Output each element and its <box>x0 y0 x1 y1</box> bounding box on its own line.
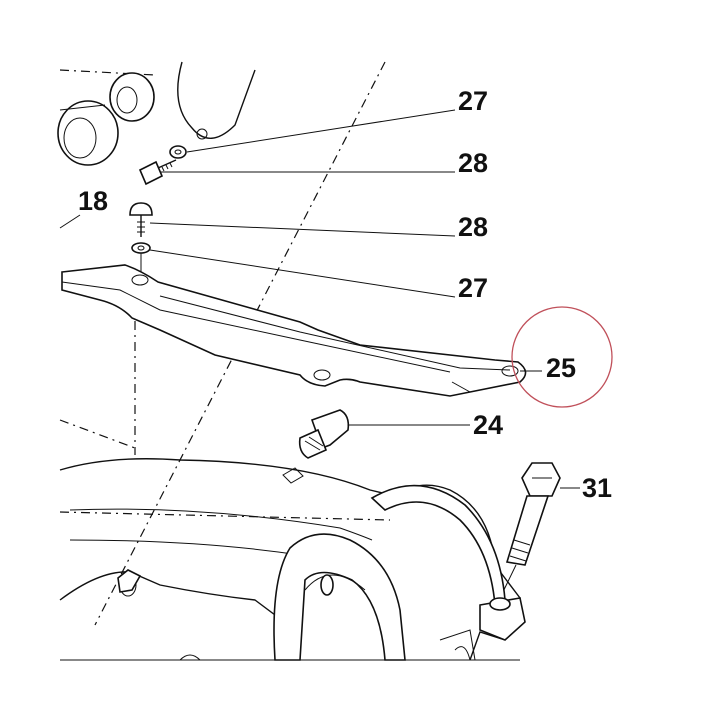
leader-27-upper <box>186 109 456 153</box>
bearing-ring-small <box>109 72 155 122</box>
callout-28-upper: 28 <box>458 148 488 178</box>
leader-28-lower <box>149 222 456 237</box>
top-bracket-hole <box>196 128 208 140</box>
washer-upper <box>169 145 187 159</box>
housing-tab <box>282 467 304 484</box>
bracket-strip-25 <box>61 264 527 397</box>
top-bracket <box>177 61 256 139</box>
screw-upper <box>138 159 177 186</box>
bearing-ring-large <box>57 100 119 166</box>
centre-line-housing <box>59 511 391 521</box>
leader-27-lower <box>149 249 456 298</box>
washer-lower <box>131 242 151 272</box>
centre-line-top <box>59 69 156 76</box>
bolt-31 <box>499 462 561 599</box>
screw-lower <box>129 202 153 237</box>
stud-24 <box>298 409 350 459</box>
callout-28-lower: 28 <box>458 212 488 242</box>
callout-18: 18 <box>78 186 108 216</box>
centre-line-left <box>59 419 136 449</box>
callout-25: 25 <box>546 353 576 383</box>
housing <box>59 458 526 661</box>
callout-24: 24 <box>473 410 503 440</box>
callout-31: 31 <box>582 473 612 503</box>
callout-27-upper: 27 <box>458 86 488 116</box>
callout-27-lower: 27 <box>458 273 488 303</box>
highlight-circle <box>511 306 613 408</box>
leader-18 <box>59 214 81 229</box>
